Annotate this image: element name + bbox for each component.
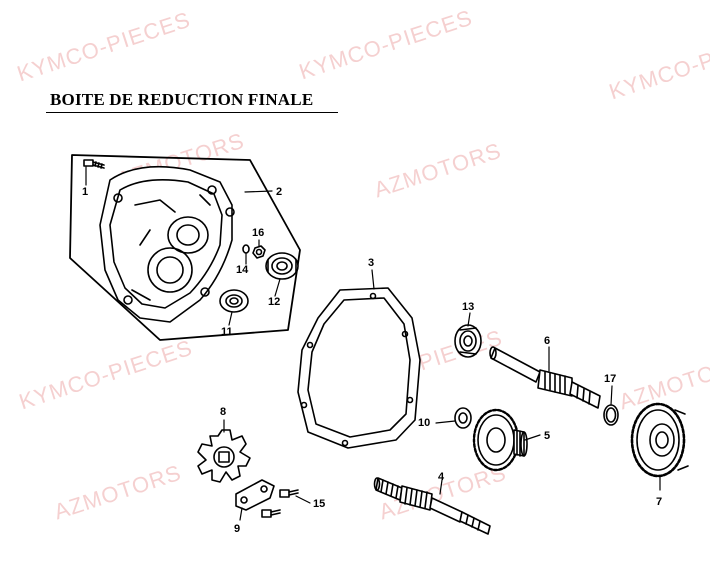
part-label-14: 14 bbox=[236, 264, 249, 276]
transmission-cover bbox=[99, 165, 235, 323]
part-label-15: 15 bbox=[313, 498, 325, 510]
bolts-part-15 bbox=[261, 489, 299, 518]
housing-group-frame bbox=[69, 154, 301, 341]
bearing-part-12 bbox=[265, 252, 299, 280]
plate-part-9 bbox=[235, 479, 275, 511]
nut-part-16 bbox=[252, 245, 266, 259]
leader-lines bbox=[85, 166, 661, 521]
circlip-part-17 bbox=[603, 404, 619, 426]
part-label-7: 7 bbox=[656, 496, 662, 508]
part-label-6: 6 bbox=[544, 335, 550, 347]
diagram-title: BOITE DE REDUCTION FINALE bbox=[50, 90, 314, 109]
pin-part-14 bbox=[242, 244, 250, 254]
title-underline bbox=[46, 112, 338, 113]
part-label-17: 17 bbox=[604, 373, 616, 385]
bearing-part-13 bbox=[454, 324, 482, 358]
part-label-8: 8 bbox=[220, 406, 226, 418]
part-number-labels: 1 2 3 4 5 6 7 8 9 10 11 12 13 14 15 16 1… bbox=[82, 186, 662, 535]
gear-part-7 bbox=[630, 402, 689, 478]
part-label-3: 3 bbox=[368, 257, 374, 269]
part-label-1: 1 bbox=[82, 186, 88, 198]
part-label-2: 2 bbox=[276, 186, 282, 198]
gear-part-5 bbox=[472, 408, 528, 472]
part-label-12: 12 bbox=[268, 296, 280, 308]
part-label-5: 5 bbox=[544, 430, 550, 442]
sprocket-part-8 bbox=[197, 429, 251, 483]
part-label-4: 4 bbox=[438, 471, 445, 483]
bolt-part-1 bbox=[83, 159, 105, 169]
part-label-11: 11 bbox=[221, 326, 233, 338]
gasket-part-3 bbox=[297, 287, 421, 449]
part-label-13: 13 bbox=[462, 301, 474, 313]
shaft-part-4 bbox=[373, 477, 491, 535]
shaft-part-6 bbox=[489, 346, 601, 409]
part-label-16: 16 bbox=[252, 227, 264, 239]
washer-part-10 bbox=[454, 407, 472, 429]
bearing-part-11 bbox=[219, 289, 249, 313]
part-label-9: 9 bbox=[234, 523, 240, 535]
part-label-10: 10 bbox=[418, 417, 430, 429]
